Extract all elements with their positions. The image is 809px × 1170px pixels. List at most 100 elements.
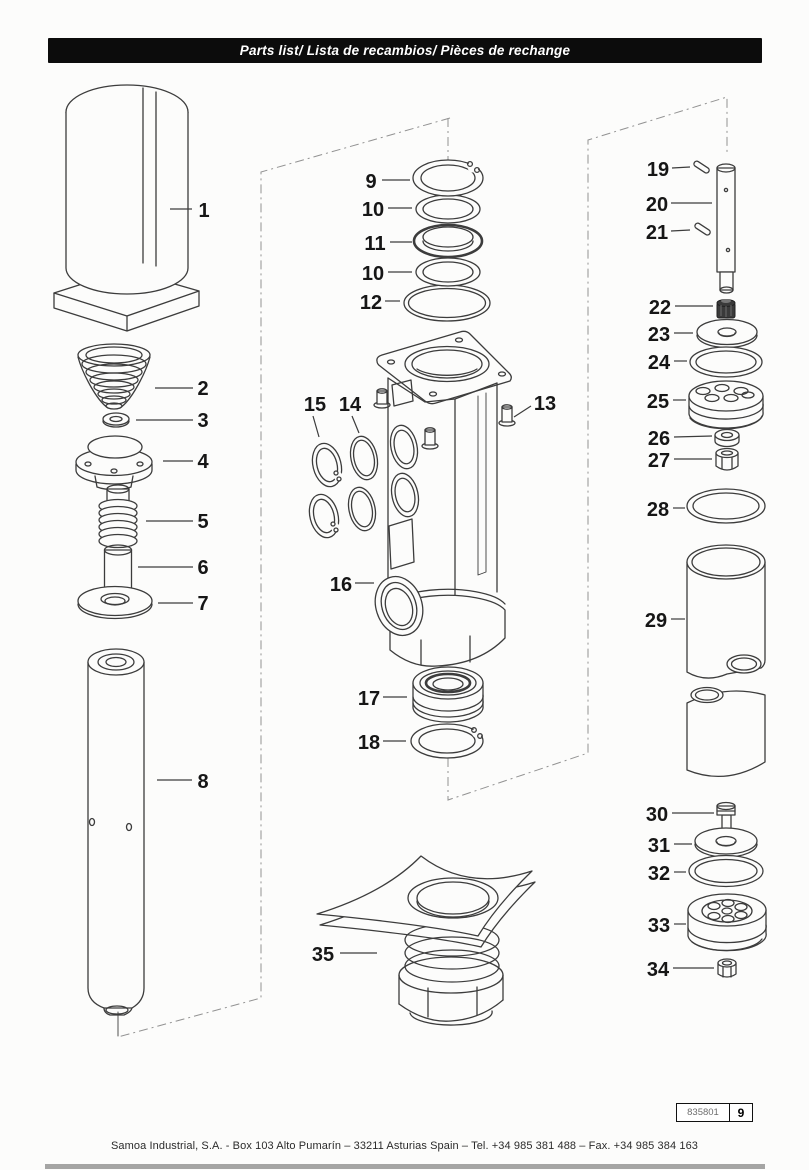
callout-31: 31: [648, 835, 692, 857]
document-number-box: 835801 9: [676, 1103, 753, 1122]
callout-28: 28: [647, 499, 685, 521]
callout-10a: 10: [362, 199, 412, 221]
part-33-lower-valve: [687, 893, 767, 952]
callout-17: 17: [358, 688, 407, 710]
callout-23: 23: [648, 324, 693, 346]
callout-12: 12: [360, 292, 400, 314]
svg-text:28: 28: [647, 499, 669, 521]
svg-text:16: 16: [330, 574, 352, 596]
part-10a-o-ring: [415, 194, 481, 224]
svg-text:8: 8: [197, 771, 208, 793]
svg-text:26: 26: [648, 428, 670, 450]
svg-text:2: 2: [197, 378, 208, 400]
svg-text:34: 34: [647, 959, 670, 981]
header-title: Parts list/ Lista de recambios/ Pièces d…: [239, 43, 571, 58]
part-32-o-ring: [688, 854, 764, 888]
company-address-text: Samoa Industrial, S.A. - Box 103 Alto Pu…: [110, 1140, 699, 1152]
company-address-footer: Samoa Industrial, S.A. - Box 103 Alto Pu…: [0, 1140, 809, 1152]
callout-19: 19: [647, 159, 691, 181]
part-30-poppet: [716, 801, 736, 833]
svg-text:18: 18: [358, 732, 380, 754]
callout-1: 1: [170, 200, 210, 222]
part-25-upper-valve: [688, 380, 764, 430]
callout-25: 25: [647, 391, 686, 413]
callout-6: 6: [138, 557, 209, 579]
part-35-bung-adaptor: [316, 855, 536, 1026]
part-29-cylinder-tube: [686, 544, 766, 778]
svg-text:20: 20: [646, 194, 668, 216]
callout-30: 30: [646, 804, 714, 826]
part-13-pins: [373, 388, 516, 450]
svg-text:23: 23: [648, 324, 670, 346]
document-code: 835801: [677, 1104, 730, 1121]
svg-text:15: 15: [304, 394, 326, 416]
part-23-valve-disc: [696, 318, 758, 349]
svg-text:27: 27: [648, 450, 670, 472]
svg-text:24: 24: [648, 352, 671, 374]
svg-text:29: 29: [645, 610, 667, 632]
part-27-hex-nut: [715, 447, 739, 471]
part-19-pin: [693, 160, 710, 174]
part-9-circlip: [412, 159, 484, 197]
callout-7: 7: [158, 593, 209, 615]
part-8-suction-tube: [87, 648, 145, 1016]
part-15-circlips: [308, 442, 343, 539]
svg-text:7: 7: [197, 593, 208, 615]
parts-list-header-bar: Parts list/ Lista de recambios/ Pièces d…: [48, 38, 762, 63]
svg-text:13: 13: [534, 393, 556, 415]
part-3-washer: [102, 412, 130, 428]
part-21-pin: [694, 222, 711, 236]
svg-text:4: 4: [197, 451, 209, 473]
bottom-divider-bar: [45, 1164, 765, 1169]
callout-2: 2: [155, 378, 209, 400]
callout-35: 35: [312, 944, 377, 966]
part-17-packing-gland: [412, 666, 484, 723]
svg-text:30: 30: [646, 804, 668, 826]
part-2-conical-strainer: [77, 343, 151, 410]
part-16-outlet-port: [374, 575, 424, 637]
callout-3: 3: [136, 410, 209, 432]
callout-8: 8: [157, 771, 209, 793]
callout-32: 32: [648, 863, 686, 885]
callout-13: 13: [513, 393, 556, 418]
part-14-oval-rings: [347, 435, 379, 532]
svg-text:5: 5: [197, 511, 208, 533]
part-11-seal-ring: [412, 223, 484, 259]
part-28-o-ring-large: [686, 488, 766, 524]
callout-22: 22: [649, 297, 713, 319]
callout-24: 24: [648, 352, 687, 374]
part-24-o-ring: [689, 346, 763, 378]
part-20-piston-rod: [716, 163, 736, 294]
callout-33: 33: [648, 915, 686, 937]
callout-10b: 10: [362, 263, 412, 285]
callout-5: 5: [146, 511, 209, 533]
part-31-valve-disc: [694, 827, 758, 858]
svg-text:22: 22: [649, 297, 671, 319]
callout-15: 15: [304, 394, 326, 438]
alignment-dash-lines: [117, 96, 728, 1038]
part-22-knurled-plug: [716, 299, 736, 319]
callout-27: 27: [648, 450, 712, 472]
svg-text:21: 21: [646, 222, 668, 244]
svg-text:1: 1: [198, 200, 209, 222]
callout-26: 26: [648, 428, 713, 450]
part-26-lock-washer: [714, 428, 740, 448]
part-34-hex-nut: [717, 958, 737, 978]
part-pump-body: [373, 330, 516, 667]
svg-text:35: 35: [312, 944, 334, 966]
part-1-pump-cover: [53, 84, 200, 332]
part-4-valve-plate: [75, 435, 153, 491]
svg-text:31: 31: [648, 835, 670, 857]
callout-29: 29: [645, 610, 685, 632]
callout-11: 11: [364, 233, 412, 255]
page-number: 9: [737, 1105, 745, 1120]
svg-text:33: 33: [648, 915, 670, 937]
part-10b-o-ring: [415, 257, 481, 287]
callout-18: 18: [358, 732, 406, 754]
part-7-foot-valve-disc: [77, 585, 153, 620]
svg-text:17: 17: [358, 688, 380, 710]
svg-text:14: 14: [339, 394, 362, 416]
svg-text:12: 12: [360, 292, 382, 314]
